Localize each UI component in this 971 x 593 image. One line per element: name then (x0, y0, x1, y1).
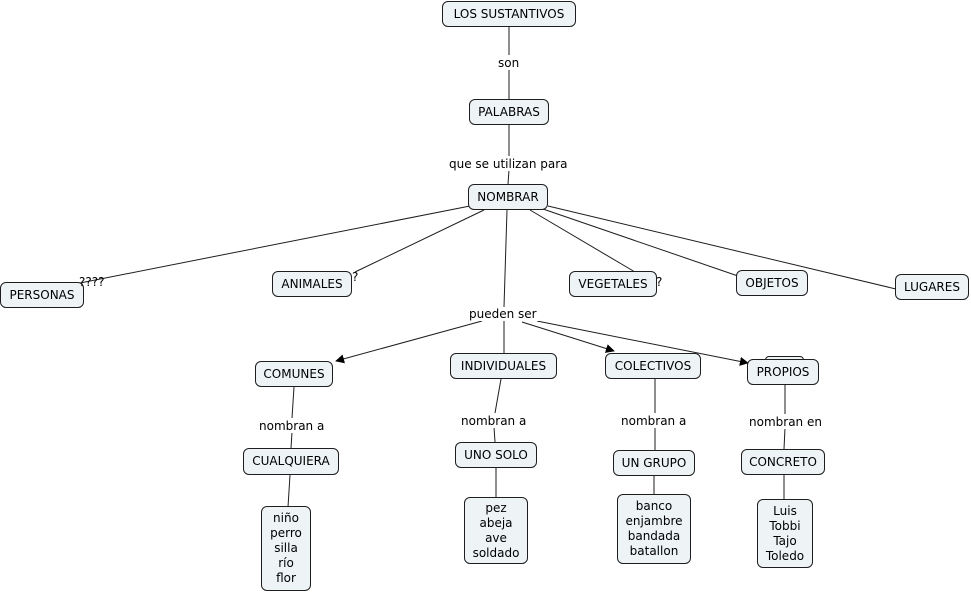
node-colectivos[interactable]: COLECTIVOS (605, 353, 701, 379)
link-label-nombran-a-colectivos: nombran a (619, 414, 689, 428)
link-label-pueden-ser: pueden ser (467, 307, 539, 321)
link-label-que-se-utilizan-para: que se utilizan para (447, 157, 570, 171)
node-animales[interactable]: ANIMALES (272, 271, 352, 297)
question-mark-vegetales: ? (656, 275, 663, 289)
node-cualquiera[interactable]: CUALQUIERA (243, 448, 339, 475)
node-ejemplos-colectivos[interactable]: banco enjambre bandada batallon (617, 494, 691, 564)
connector-comunes-nombran (291, 386, 295, 419)
connector-cualquiera-ejemplos (287, 474, 291, 508)
link-label-nombran-a-individuales: nombran a (459, 414, 529, 428)
connector-nombrar-personas (79, 205, 471, 284)
node-nombrar[interactable]: NOMBRAR (468, 184, 548, 210)
connector-nombrar-lugares (547, 205, 897, 290)
node-los-sustantivos[interactable]: LOS SUSTANTIVOS (442, 1, 576, 27)
node-ejemplos-individuales[interactable]: pez abeja ave soldado (464, 497, 528, 564)
link-label-nombran-a-comunes: nombran a (257, 419, 327, 433)
connector-individuales-nombran (494, 378, 502, 414)
node-palabras[interactable]: PALABRAS (469, 99, 549, 125)
arrow-pueden-propios (536, 320, 749, 366)
node-uno-solo[interactable]: UNO SOLO (455, 442, 537, 468)
connector-nombrar-vegetales (529, 209, 636, 273)
connector-nombran-cualquiera (290, 431, 293, 449)
link-label-son: son (496, 56, 522, 70)
node-ejemplos-propios[interactable]: Luis Tobbi Tajo Toledo (757, 499, 813, 568)
connector-nombran-concreto (783, 427, 786, 450)
question-mark-animales: ? (352, 270, 359, 284)
link-label-nombran-en-propios: nombran en (747, 415, 824, 429)
node-lugares[interactable]: LUGARES (895, 274, 969, 300)
node-propios[interactable]: PROPIOS (747, 359, 819, 385)
node-ejemplos-comunes[interactable]: niño perro silla río flor (261, 506, 311, 591)
question-mark-personas: ???? (79, 275, 105, 289)
connector-utilizan-nombrar (507, 169, 510, 185)
connector-nombran-unosolo (493, 426, 496, 443)
connector-nombrar-animales (354, 209, 485, 273)
node-individuales[interactable]: INDIVIDUALES (450, 353, 557, 379)
arrow-pueden-colectivos (521, 321, 615, 353)
node-un-grupo[interactable]: UN GRUPO (613, 450, 695, 476)
node-objetos[interactable]: OBJETOS (736, 270, 808, 296)
node-personas[interactable]: PERSONAS (0, 282, 84, 308)
connector-nombrar-pueden (503, 209, 508, 308)
node-comunes[interactable]: COMUNES (255, 361, 333, 387)
node-concreto[interactable]: CONCRETO (741, 449, 825, 475)
arrow-pueden-comunes (335, 320, 483, 364)
connector-nombrar-objetos (542, 208, 739, 277)
node-vegetales[interactable]: VEGETALES (569, 271, 657, 297)
